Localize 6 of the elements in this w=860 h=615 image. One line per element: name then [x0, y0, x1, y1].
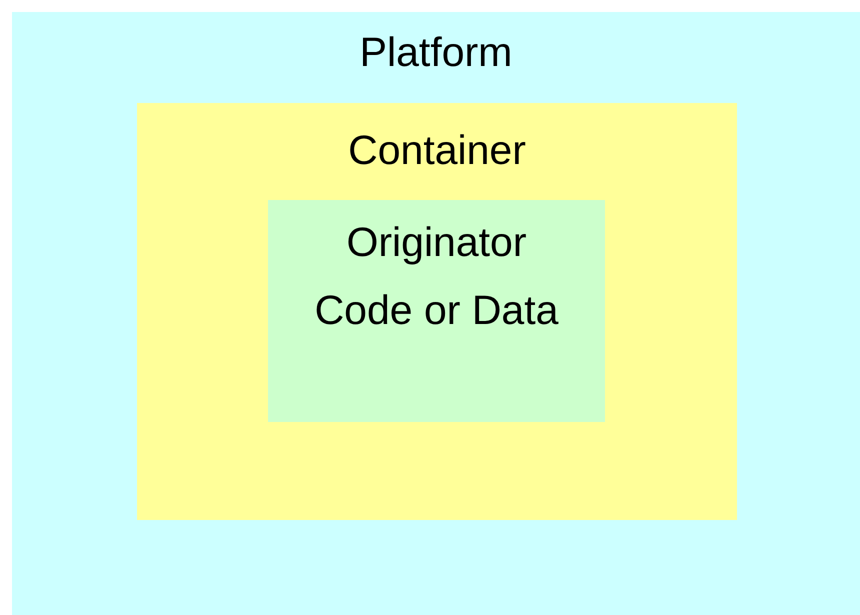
box-text: Originator Code or Data — [314, 218, 560, 335]
panel-heading: Container — [348, 126, 526, 175]
code-box — [268, 200, 605, 422]
panel-heading: Platform — [360, 28, 512, 77]
container-panel — [137, 103, 737, 520]
platform-panel — [12, 12, 860, 615]
